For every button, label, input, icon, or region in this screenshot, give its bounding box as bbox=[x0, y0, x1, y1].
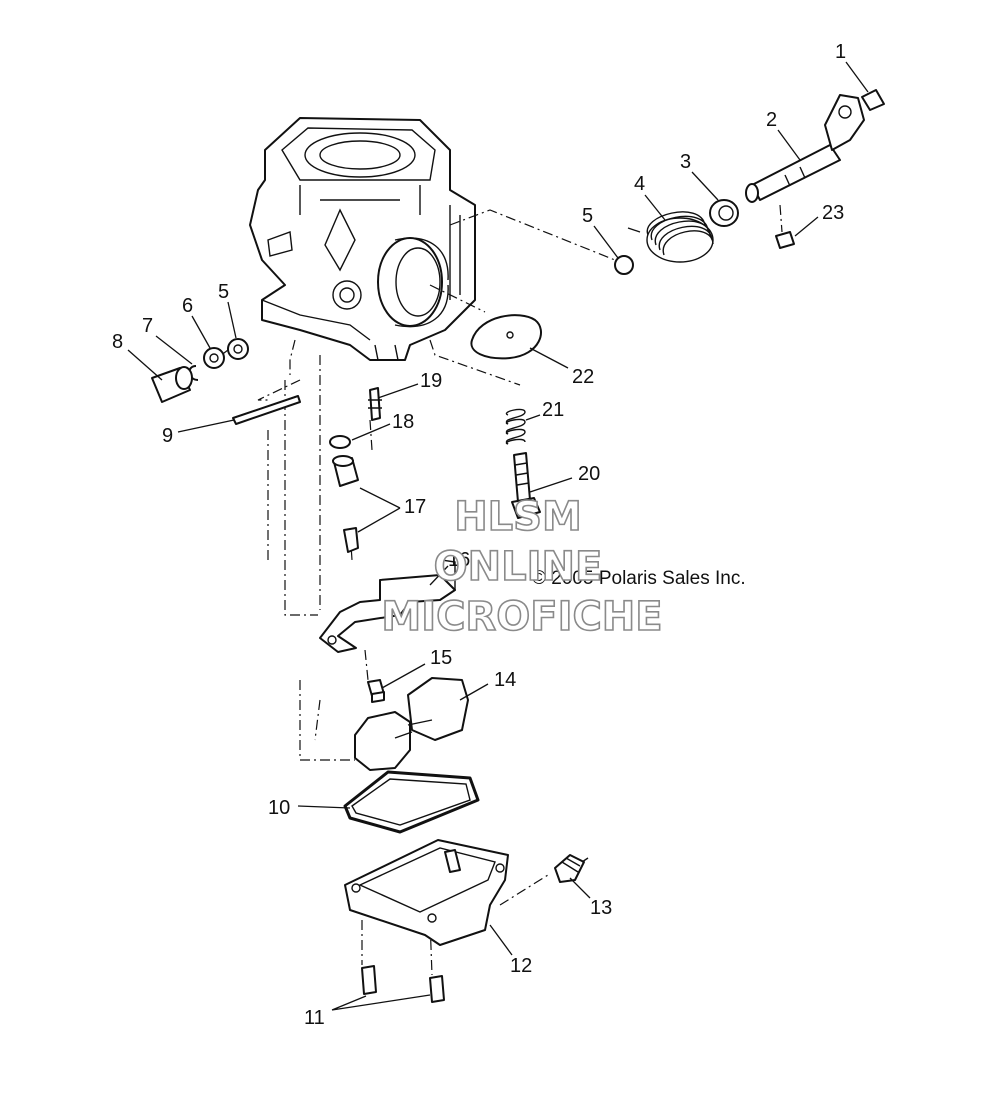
part-20-needle-jet bbox=[511, 452, 541, 519]
callout-16: 16 bbox=[448, 549, 470, 571]
part-5-clip-right bbox=[614, 255, 634, 275]
callout-1: 1 bbox=[835, 41, 846, 63]
callout-21: 21 bbox=[542, 399, 564, 421]
throttle-bore bbox=[377, 237, 449, 328]
carburetor-body bbox=[249, 117, 476, 361]
callouts: 1 2 3 4 5 23 5 6 7 8 9 19 18 17 22 21 20… bbox=[112, 41, 846, 1029]
part-1-cap bbox=[861, 89, 885, 111]
callout-14: 14 bbox=[494, 669, 516, 691]
leader-lines bbox=[127, 61, 869, 1011]
callout-15: 15 bbox=[430, 647, 452, 669]
part-11-screw-left bbox=[361, 965, 377, 995]
callout-5-right: 5 bbox=[582, 205, 593, 227]
part-16-bracket bbox=[319, 559, 456, 653]
part-9-pin bbox=[232, 395, 301, 425]
callout-13: 13 bbox=[590, 897, 612, 919]
callout-3: 3 bbox=[680, 151, 691, 173]
callout-22: 22 bbox=[572, 366, 594, 388]
part-2-throttle-shaft bbox=[745, 94, 865, 203]
part-23-screw bbox=[775, 231, 795, 249]
callout-20: 20 bbox=[578, 463, 600, 485]
part-12-float-bowl bbox=[344, 839, 509, 946]
part-18-o-ring bbox=[329, 435, 351, 449]
part-5-clip-left bbox=[227, 338, 249, 360]
part-3-washer bbox=[709, 199, 739, 227]
callout-8: 8 bbox=[112, 331, 123, 353]
part-11-screw-right bbox=[429, 975, 445, 1003]
watermark-line-1: HLSM bbox=[454, 494, 582, 540]
part-13-drain-screw bbox=[554, 854, 589, 883]
part-22-valve-plate bbox=[470, 314, 542, 360]
callout-7: 7 bbox=[142, 315, 153, 337]
part-15-screw bbox=[367, 679, 385, 703]
callout-9: 9 bbox=[162, 425, 173, 447]
part-4-spring bbox=[627, 211, 714, 263]
callout-19: 19 bbox=[420, 370, 442, 392]
callout-5-left: 5 bbox=[218, 281, 229, 303]
callout-18: 18 bbox=[392, 411, 414, 433]
copyright-notice: © 2005 Polaris Sales Inc. bbox=[532, 568, 746, 589]
part-6-washer bbox=[203, 347, 225, 369]
callout-4: 4 bbox=[634, 173, 645, 195]
part-14-float bbox=[354, 677, 469, 771]
part-19-jet bbox=[368, 387, 382, 421]
callout-12: 12 bbox=[510, 955, 532, 977]
callout-2: 2 bbox=[766, 109, 777, 131]
watermark-line-3: MICROFICHE bbox=[381, 594, 662, 640]
callout-23: 23 bbox=[822, 202, 844, 224]
watermark: HLSM ONLINE MICROFICHE bbox=[381, 493, 664, 641]
callout-10: 10 bbox=[268, 797, 290, 819]
part-10-gasket bbox=[343, 770, 480, 834]
part-21-spring bbox=[505, 408, 526, 445]
callout-11: 11 bbox=[304, 1007, 325, 1029]
callout-6: 6 bbox=[182, 295, 193, 317]
watermark-line-2: ONLINE bbox=[434, 544, 603, 590]
part-17-needle bbox=[343, 527, 359, 553]
part-17-needle-seat bbox=[332, 455, 359, 487]
callout-17: 17 bbox=[404, 496, 426, 518]
part-8-cap bbox=[151, 366, 193, 403]
